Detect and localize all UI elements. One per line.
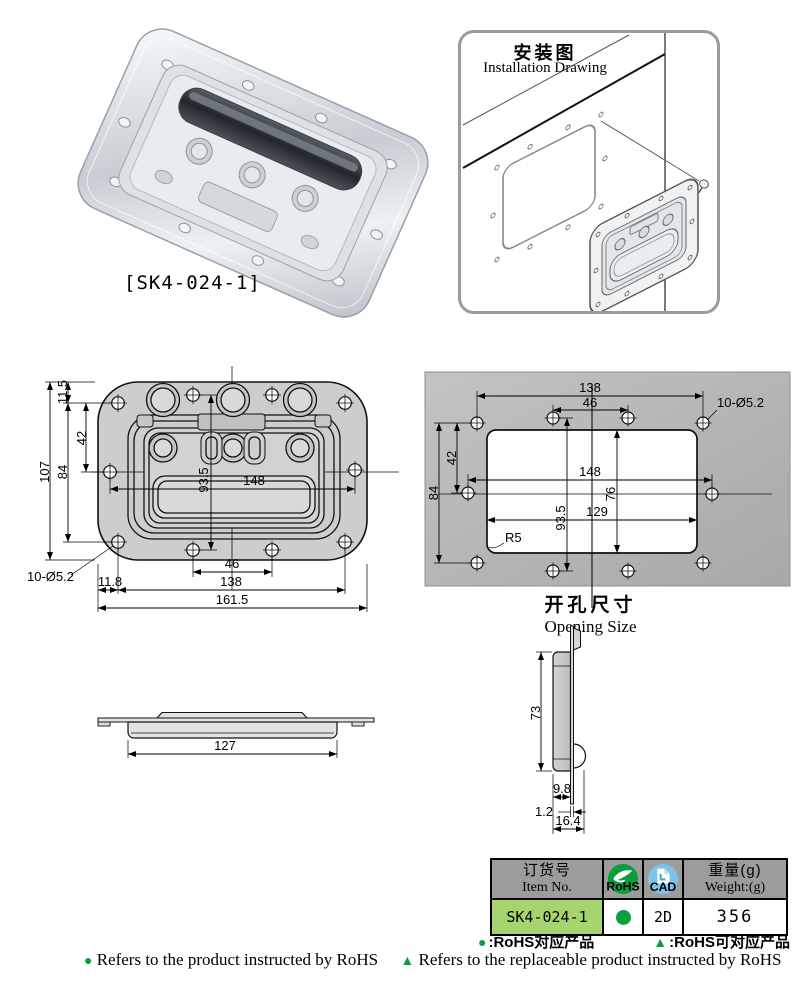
side-dimensions: 127	[127, 738, 338, 758]
front-view-drawing: 107 84 11.5 42 93.5 148 46	[27, 366, 399, 612]
legend-zh: ●:RoHS对应产品 ▲:RoHS可对应产品	[478, 931, 790, 952]
legend-zh-triangle: ▲:RoHS可对应产品	[653, 934, 790, 951]
header-rohs: RoHS	[602, 860, 642, 900]
handle-isometric	[589, 178, 699, 311]
svg-text:9.8: 9.8	[553, 781, 571, 796]
green-dot-symbol: ●	[478, 934, 487, 950]
weight-value-cell: 356	[682, 900, 786, 934]
svg-text:84: 84	[426, 486, 441, 500]
installation-title-zh: 安装图	[513, 43, 577, 63]
product-model-label: [SK4-024-1]	[124, 272, 261, 294]
svg-text:84: 84	[55, 465, 70, 479]
svg-text:10-Ø5.2: 10-Ø5.2	[27, 569, 74, 584]
spec-table: 订货号 Item No. RoHS CAD 重量(g) Weight:(g)	[490, 858, 788, 936]
front-dimensions: 107 84 11.5 42 93.5 148 46	[27, 380, 368, 612]
panel-cutout	[490, 111, 608, 263]
product-photo	[77, 28, 429, 318]
svg-text:148: 148	[243, 473, 265, 488]
rohs-dot	[615, 909, 631, 925]
opening-size-section: 138 46 10-Ø5.2 42 84 148 7	[420, 366, 795, 637]
svg-text:127: 127	[214, 738, 236, 753]
svg-text:107: 107	[37, 461, 52, 483]
opening-holes	[459, 409, 721, 580]
svg-text:10-Ø5.2: 10-Ø5.2	[717, 395, 764, 410]
item-no-cell: SK4-024-1	[492, 900, 602, 934]
svg-text:CAD: CAD	[650, 880, 677, 894]
legend-zh-dot: ●:RoHS对应产品	[478, 934, 595, 951]
svg-text:11.8: 11.8	[98, 574, 122, 589]
svg-text:1.2: 1.2	[535, 804, 553, 819]
opening-dimensions: 138 46 10-Ø5.2 42 84 148 7	[426, 380, 764, 572]
svg-text:16.4: 16.4	[555, 813, 580, 828]
header-item-no: 订货号 Item No.	[492, 860, 602, 900]
svg-text:42: 42	[74, 431, 89, 445]
handle-plate-photo	[77, 28, 429, 318]
opening-caption-en: Opening Size	[544, 617, 637, 636]
header-cad: CAD	[642, 860, 682, 900]
rohs-status-cell	[602, 900, 642, 934]
svg-text:148: 148	[579, 464, 601, 479]
svg-text:RoHS: RoHS	[606, 879, 639, 893]
installation-title-en: Installation Drawing	[483, 60, 607, 76]
green-dot-symbol: ●	[84, 952, 93, 968]
installation-drawing-panel: 安装图 Installation Drawing	[458, 30, 720, 314]
svg-text:42: 42	[444, 451, 459, 465]
section-view-drawing: 73 9.8 1.2 16.4	[528, 625, 587, 834]
svg-text:138: 138	[220, 574, 242, 589]
opening-size-drawing: 138 46 10-Ø5.2 42 84 148 7	[424, 371, 791, 608]
svg-text:73: 73	[528, 706, 543, 720]
svg-text:46: 46	[583, 395, 597, 410]
green-triangle-symbol: ▲	[653, 934, 668, 950]
screw-icon	[698, 179, 709, 194]
header-weight: 重量(g) Weight:(g)	[682, 860, 786, 900]
rohs-badge-icon: RoHS	[606, 863, 640, 895]
cad-value-cell: 2D	[642, 900, 682, 934]
section-dimensions: 73 9.8 1.2 16.4	[528, 651, 586, 834]
installation-drawing	[462, 33, 709, 311]
svg-text:93.5: 93.5	[553, 505, 568, 530]
cad-badge-icon: CAD	[647, 863, 679, 894]
svg-text:11.5: 11.5	[55, 380, 70, 404]
svg-text:46: 46	[225, 556, 239, 571]
legend-en: ● Refers to the product instructed by Ro…	[84, 950, 782, 969]
green-triangle-symbol: ▲	[400, 952, 415, 968]
svg-text:R5: R5	[505, 530, 522, 545]
svg-text:161.5: 161.5	[216, 592, 249, 607]
side-view-drawing: 127	[97, 711, 375, 758]
opening-caption-zh: 开孔尺寸	[544, 595, 637, 616]
svg-text:138: 138	[579, 380, 601, 395]
svg-text:76: 76	[603, 487, 618, 501]
svg-text:129: 129	[586, 504, 608, 519]
